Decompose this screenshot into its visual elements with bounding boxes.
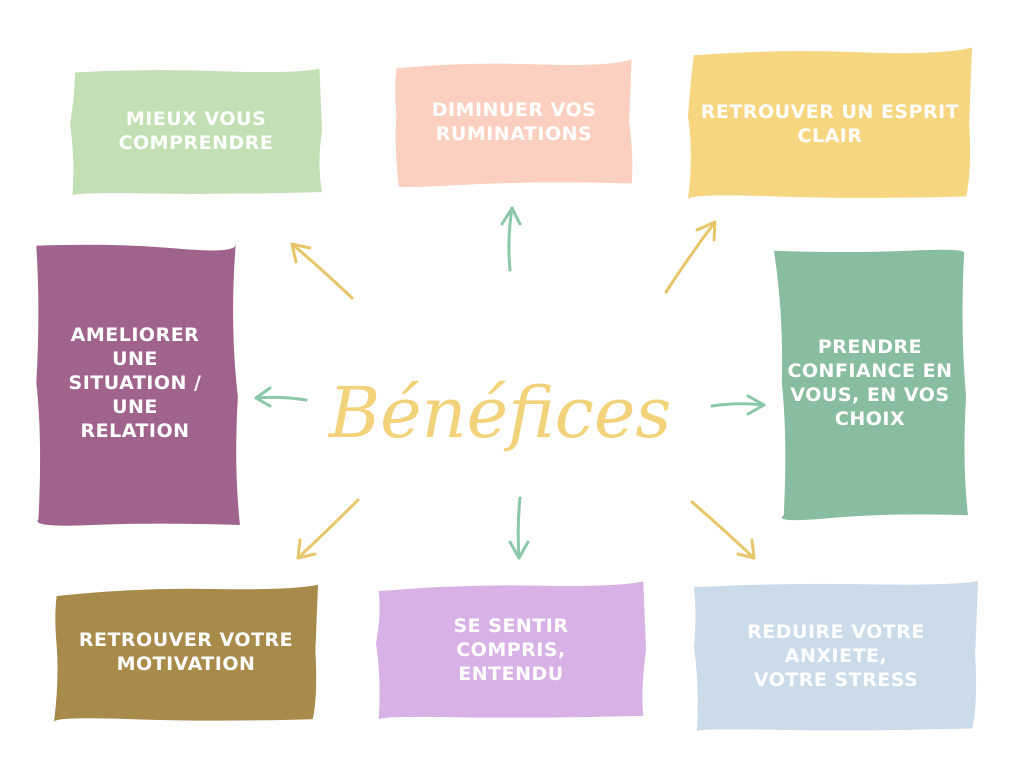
benefit-label: SE SENTIR COMPRIS, ENTENDU <box>453 615 569 685</box>
benefit-label: MIEUX VOUS COMPRENDRE <box>118 108 274 154</box>
card-shape <box>694 581 978 732</box>
arrow-to-mid-left <box>254 386 308 408</box>
arrow-to-top-left <box>290 242 354 300</box>
card-background <box>70 68 322 196</box>
benefit-label: DIMINUER VOS RUMINATIONS <box>431 99 597 145</box>
benefit-label: RETROUVER UN ESPRIT CLAIR <box>700 100 960 147</box>
card-background <box>694 581 978 732</box>
card-shape <box>54 584 318 722</box>
arrow-to-bot-mid <box>508 496 530 560</box>
arrow-to-bot-left <box>296 498 360 560</box>
benefit-label: RETROUVER VOTRE MOTIVATION <box>78 629 294 675</box>
card-background <box>688 47 972 200</box>
card-shape <box>376 581 646 720</box>
card-shape <box>773 249 968 521</box>
card-shape <box>36 242 240 526</box>
arrow-to-bot-right <box>690 500 756 560</box>
arrow-to-top-right <box>664 220 717 294</box>
card-shape <box>70 68 322 196</box>
card-shape <box>688 47 972 200</box>
arrow-to-top-mid <box>500 206 522 272</box>
benefit-card-prendre-confiance: PRENDRE CONFIANCE EN VOUS, EN VOS CHOIX <box>772 248 968 521</box>
benefit-card-mieux-vous-comprendre: MIEUX VOUS COMPRENDRE <box>70 66 322 196</box>
benefit-label: AMELIORER UNE SITUATION / UNE RELATION <box>68 323 202 442</box>
card-background <box>36 242 240 526</box>
card-shape <box>395 59 633 188</box>
central-title: Bénéfices <box>328 372 672 454</box>
benefit-label: PRENDRE CONFIANCE EN VOUS, EN VOS CHOIX <box>787 336 953 430</box>
benefit-card-ameliorer-situation: AMELIORER UNE SITUATION / UNE RELATION <box>30 240 240 526</box>
card-background <box>773 249 968 521</box>
benefit-card-retrouver-motivation: RETROUVER VOTRE MOTIVATION <box>54 582 318 722</box>
benefit-card-diminuer-ruminations: DIMINUER VOS RUMINATIONS <box>394 58 634 188</box>
benefit-label: REDUIRE VOTRE ANXIETE, VOTRE STRESS <box>747 620 925 691</box>
benefit-card-se-sentir-compris: SE SENTIR COMPRIS, ENTENDU <box>376 580 646 720</box>
card-background <box>376 581 646 720</box>
arrow-to-mid-right <box>710 394 766 416</box>
card-background <box>54 584 318 722</box>
benefit-card-esprit-clair: RETROUVER UN ESPRIT CLAIR <box>688 46 972 201</box>
benefit-card-reduire-anxiete: REDUIRE VOTRE ANXIETE, VOTRE STRESS <box>694 578 978 733</box>
card-background <box>395 59 633 188</box>
